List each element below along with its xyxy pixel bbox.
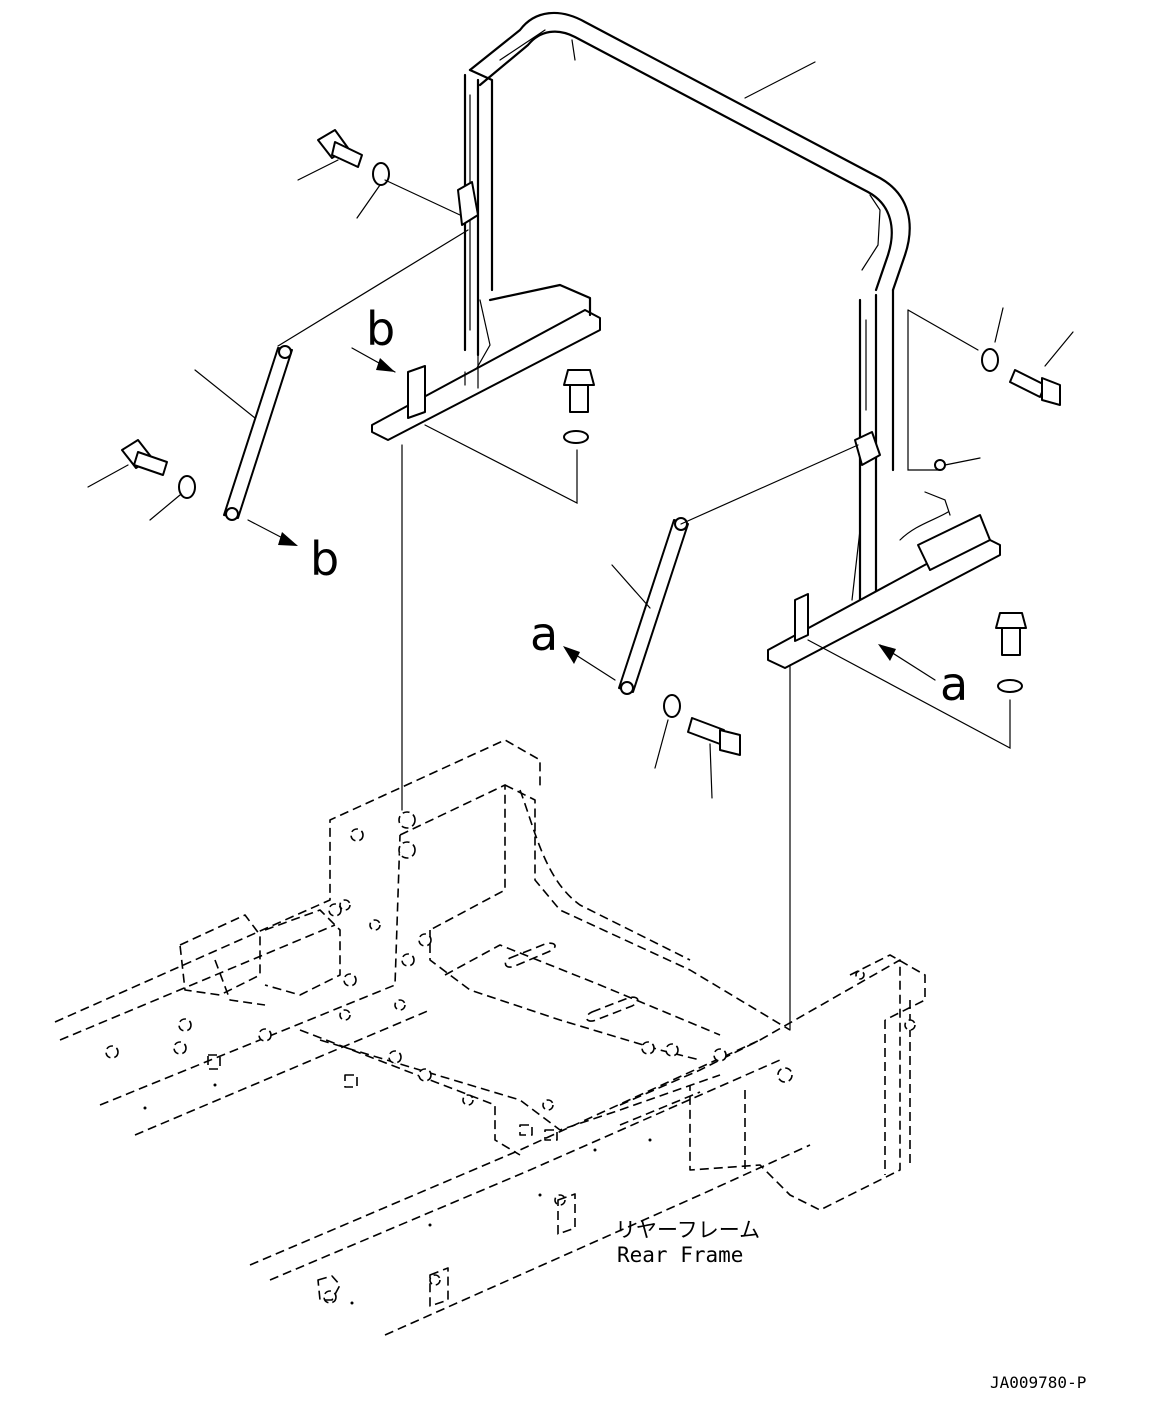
rops-frame <box>371 11 1001 669</box>
leader-lines <box>87 61 1074 1031</box>
frame-label-jp: リヤーフレーム <box>615 1218 760 1242</box>
marker-a-left: a <box>530 607 558 661</box>
drawing-code: JA009780-P <box>990 1373 1086 1392</box>
rear-frame <box>54 739 926 1336</box>
marker-b-upper: b <box>366 302 395 356</box>
bolts-washers <box>121 129 1061 756</box>
stay-right <box>618 517 689 695</box>
marker-a-right: a <box>940 657 968 711</box>
frame-label-en: Rear Frame <box>617 1243 743 1267</box>
stay-left <box>223 345 293 521</box>
marker-b-lower: b <box>310 532 339 586</box>
direction-arrows <box>247 347 936 681</box>
